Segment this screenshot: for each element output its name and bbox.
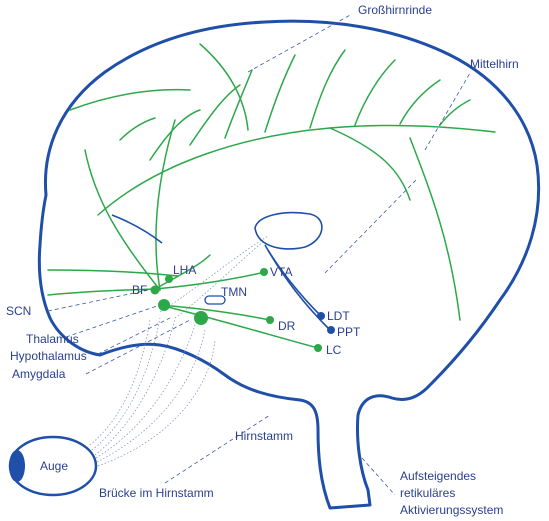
label-midbrain: Mittelhirn [470,57,519,71]
label-pons: Brücke im Hirnstamm [99,486,214,500]
dr-dot [266,316,274,324]
eye-icon [8,435,98,497]
label-brainstem: Hirnstamm [235,429,293,443]
label-scn: SCN [6,304,31,318]
label-aras-line2: retikuläres [400,486,455,500]
label-vta: VTA [270,265,292,279]
label-lha: LHA [173,263,196,277]
lc-dot [314,344,322,352]
label-amygdala: Amygdala [12,367,66,381]
label-bf: BF [132,283,147,297]
leader-lines [47,13,471,496]
nuclei [150,268,335,352]
label-aras-line3: Aktivierungssystem [400,503,503,517]
projection-dotted-lines [89,235,269,467]
corpus-callosum-line [111,214,163,244]
ppt-dot [327,326,335,334]
vta-dot [260,268,268,276]
eye-pupil [9,450,25,482]
green-projection-lines [47,43,496,349]
label-ldt: LDT [327,309,350,323]
thalamus-shape [254,211,323,250]
label-tmn: TMN [221,285,247,299]
label-lc: LC [326,343,342,357]
label-aras-line1: Aufsteigendes [400,469,476,483]
label-cortex: Großhirnrinde [358,3,432,17]
label-thalamus: Thalamus [26,332,79,346]
brain-outline [37,19,541,510]
label-eye: Auge [40,459,68,473]
ppt-pathway [264,244,331,331]
label-dr: DR [278,319,296,333]
tmn-dot [194,311,208,325]
ldt-dot [317,312,325,320]
label-hypothalamus: Hypothalamus [10,349,87,363]
label-ppt: PPT [337,325,361,339]
bf-dot [150,285,160,295]
lha-dot [165,275,173,283]
scn-dot [158,299,170,311]
tmn-marker [204,295,226,305]
ldt-pathway [267,249,321,316]
